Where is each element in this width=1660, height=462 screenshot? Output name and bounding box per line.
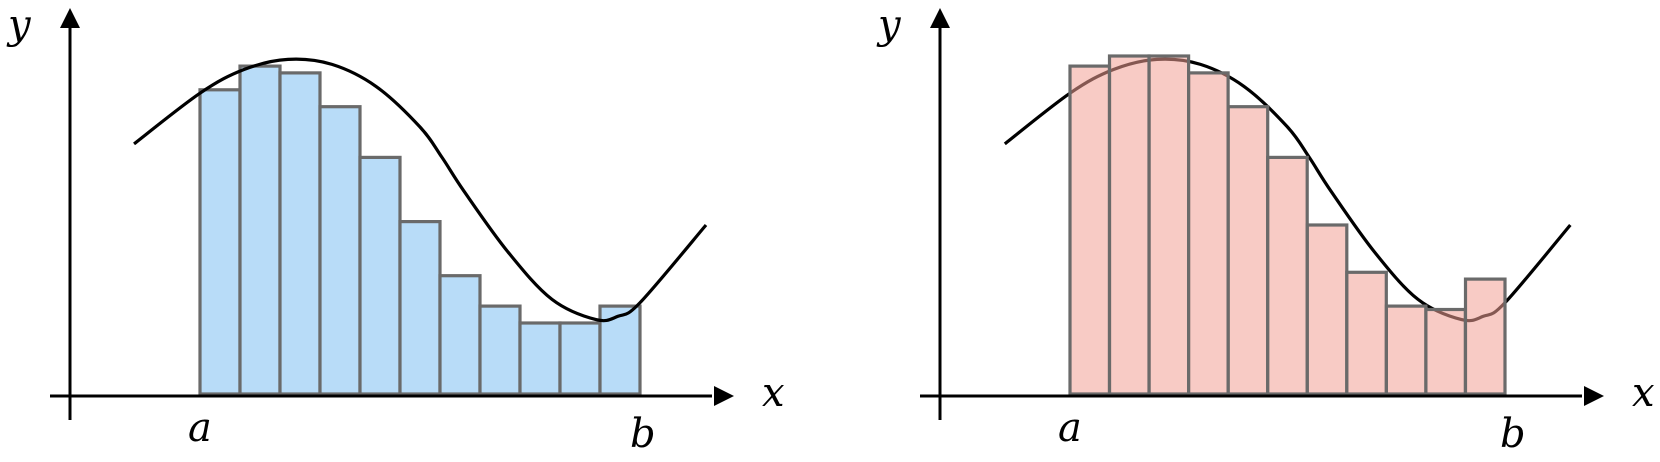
riemann-bar xyxy=(478,304,522,396)
riemann-bar xyxy=(1226,105,1270,396)
y-axis-label: y xyxy=(6,2,32,48)
x-axis-arrow-icon xyxy=(714,386,734,406)
upper-sum-bars xyxy=(1068,54,1507,396)
riemann-bar xyxy=(558,321,602,396)
x-axis-arrow-icon xyxy=(1584,386,1604,406)
y-axis-arrow-icon xyxy=(930,8,950,28)
x-axis-label: x xyxy=(762,370,785,416)
riemann-bar xyxy=(238,64,282,396)
interval-end-label: b xyxy=(630,411,656,457)
riemann-bar xyxy=(1305,223,1349,396)
riemann-bar xyxy=(1266,155,1309,396)
riemann-bar xyxy=(438,274,482,396)
riemann-bar xyxy=(318,105,362,396)
interval-start-label: a xyxy=(188,405,212,451)
riemann-bar xyxy=(1463,277,1507,396)
x-axis-label: x xyxy=(1632,370,1655,416)
y-axis-label: y xyxy=(876,2,902,48)
upper-sum-panel: y x a b xyxy=(876,2,1655,457)
riemann-bar xyxy=(278,71,322,396)
riemann-bar xyxy=(1345,270,1388,396)
function-curve xyxy=(133,57,708,323)
riemann-bar xyxy=(1068,64,1112,396)
riemann-bar xyxy=(518,321,562,396)
riemann-bar xyxy=(1147,54,1191,396)
riemann-bar xyxy=(198,88,242,396)
riemann-bar xyxy=(1107,54,1151,396)
lower-sum-bars xyxy=(198,64,642,396)
riemann-bar xyxy=(1186,71,1230,396)
riemann-bar xyxy=(398,220,442,396)
riemann-bar xyxy=(1384,304,1428,396)
interval-end-label: b xyxy=(1500,411,1526,457)
riemann-bar xyxy=(358,155,402,396)
interval-start-label: a xyxy=(1058,405,1082,451)
y-axis-arrow-icon xyxy=(60,8,80,28)
riemann-bar xyxy=(1424,307,1468,396)
lower-sum-panel: y x a b xyxy=(6,2,785,457)
